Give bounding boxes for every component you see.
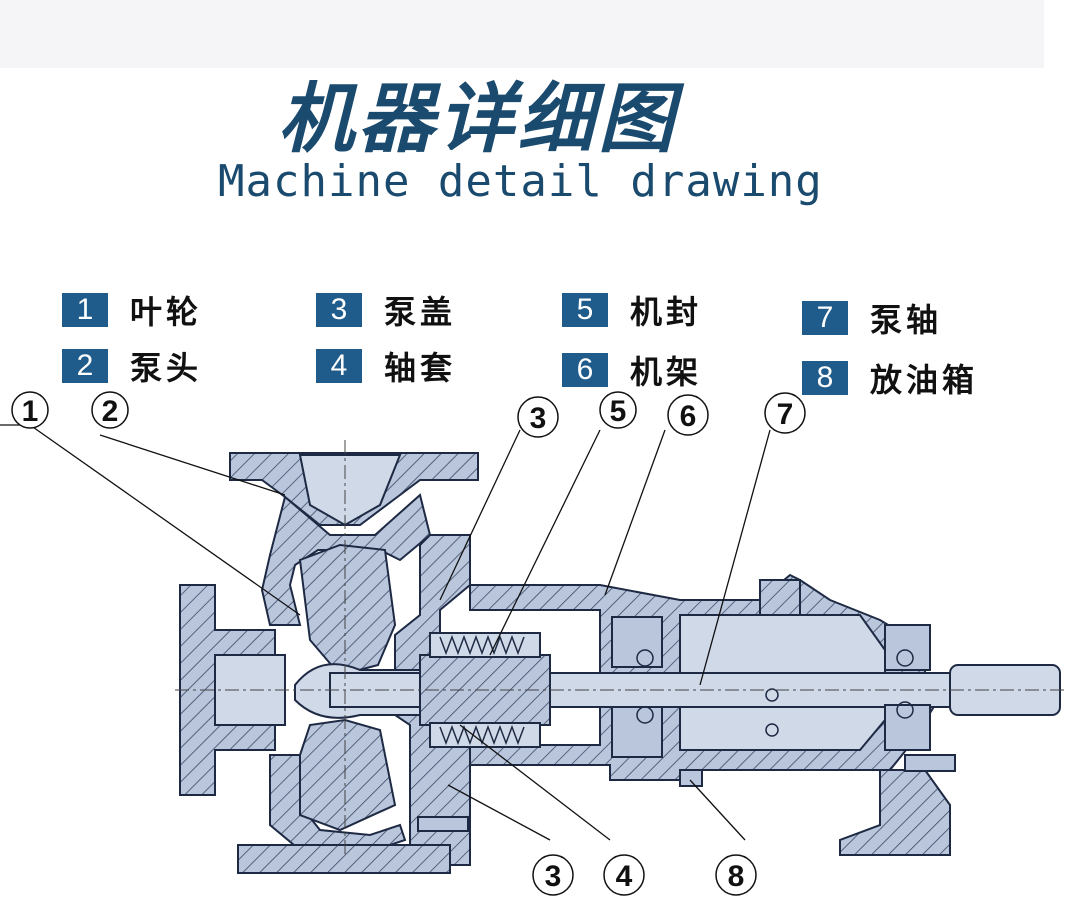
pump-head-upper <box>260 493 432 626</box>
callouts-bottom: 3 4 8 <box>532 854 757 896</box>
leader-4 <box>459 724 611 841</box>
callout-6-circle <box>667 394 709 436</box>
legend-label-7: 泵轴 <box>870 301 943 339</box>
callout-3b-circle <box>532 854 574 896</box>
bearing-rear-lower <box>884 704 931 751</box>
callout-4-circle <box>603 854 645 896</box>
callout-2-circle <box>91 391 129 429</box>
legend-item-5: 5 机封 <box>562 292 702 331</box>
pump-base-foot <box>237 844 451 874</box>
seal-spring-upper <box>439 634 525 656</box>
pump-cross-section-diagram: 1 2 3 5 6 7 3 4 8 <box>0 391 1065 896</box>
bearing-rear-upper <box>884 624 931 671</box>
callout-2: 2 <box>102 395 119 428</box>
callout-7-circle <box>764 392 806 434</box>
legend-item-7: 7 泵轴 <box>802 300 942 339</box>
callout-4: 4 <box>616 860 633 893</box>
legend-label-6: 机架 <box>630 353 703 391</box>
callouts-top: 1 2 3 5 6 7 <box>11 391 806 438</box>
bearing-ball-2 <box>636 706 654 724</box>
legend-number-3: 3 <box>316 293 362 327</box>
bolt-frame-foot <box>904 754 956 772</box>
impeller-lower-vane <box>299 718 397 832</box>
legend-label-2: 泵头 <box>130 349 203 387</box>
legend-number-7: 7 <box>802 301 848 335</box>
callout-3b: 3 <box>545 860 562 893</box>
callout-5-circle <box>599 391 637 429</box>
frame-foot <box>839 769 951 856</box>
leader-2 <box>99 434 286 496</box>
title-english: Machine detail drawing <box>218 156 823 207</box>
bearing-ball-1 <box>636 649 654 667</box>
leader-5 <box>489 429 601 656</box>
callout-5: 5 <box>610 395 627 428</box>
leader-6 <box>604 429 666 596</box>
callout-7: 7 <box>777 398 794 431</box>
leader-3-top <box>439 429 521 601</box>
legend-label-3: 泵盖 <box>384 293 457 331</box>
legend-number-5: 5 <box>562 293 608 327</box>
frame-mark-1 <box>765 688 779 702</box>
legend-label-4: 轴套 <box>384 349 457 387</box>
callout-8: 8 <box>728 860 745 893</box>
leader-8 <box>689 779 746 841</box>
callout-8-circle <box>715 854 757 896</box>
legend-item-6: 6 机架 <box>562 352 702 391</box>
title-chinese: 机器详细图 <box>278 74 678 163</box>
impeller-upper-vane <box>298 543 397 677</box>
legend-number-6: 6 <box>562 353 608 387</box>
legend-number-2: 2 <box>62 349 108 383</box>
legend-item-2: 2 泵头 <box>62 348 202 387</box>
bearing-ball-4 <box>896 701 914 719</box>
legend-label-5: 机封 <box>630 293 703 331</box>
callout-1-circle <box>11 391 49 429</box>
callout-3-circle <box>517 396 559 438</box>
legend-label-1: 叶轮 <box>130 293 203 331</box>
legend-number-1: 1 <box>62 293 108 327</box>
top-band <box>0 0 1044 68</box>
legend-number-4: 4 <box>316 349 362 383</box>
bearing-ball-3 <box>896 649 914 667</box>
legend-item-4: 4 轴套 <box>316 348 456 387</box>
callout-6: 6 <box>680 400 697 433</box>
legend-item-3: 3 泵盖 <box>316 292 456 331</box>
leader-7 <box>699 429 771 686</box>
outlet-bore <box>298 454 402 527</box>
legend-item-1: 1 叶轮 <box>62 292 202 331</box>
bolt-cover <box>417 816 469 832</box>
leader-1-diag <box>29 424 301 616</box>
callout-3: 3 <box>530 402 547 435</box>
legend-label-8: 放油箱 <box>870 361 979 399</box>
callout-1: 1 <box>22 395 39 428</box>
leader-3-bottom <box>447 784 551 841</box>
frame-mark-2 <box>765 723 779 737</box>
seal-spring-lower <box>439 724 525 746</box>
drain-plug <box>679 769 703 787</box>
legend-number-8: 8 <box>802 361 848 395</box>
legend-item-8: 8 放油箱 <box>802 360 978 399</box>
